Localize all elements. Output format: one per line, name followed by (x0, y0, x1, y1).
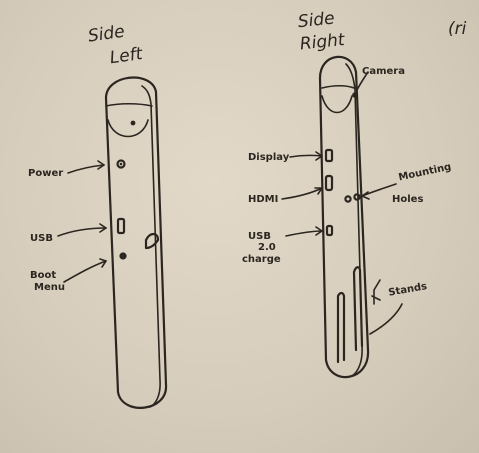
right-title-line1: Side (297, 8, 336, 32)
stand-1 (338, 293, 344, 362)
label-mounting-line2: Holes (392, 194, 423, 205)
stand-2 (354, 267, 362, 350)
usb-port (118, 219, 124, 233)
right-device-inner-edge (346, 64, 362, 376)
left-top-window (108, 120, 148, 137)
left-side-view: Side Left Power USB Boot Menu (28, 22, 166, 408)
corner-partial-text: (ri (448, 19, 467, 39)
arrow-hdmi (282, 188, 322, 199)
arrow-boot-menu (64, 261, 106, 282)
right-top-cap-line (322, 86, 354, 88)
left-title-line2: Left (109, 44, 145, 69)
right-top-window (322, 96, 352, 113)
label-display: Display (248, 152, 290, 163)
label-usb-charge-line2: 2.0 (258, 242, 276, 253)
left-top-dot (131, 121, 136, 126)
arrow-stands-upper (372, 280, 380, 304)
power-button-core (120, 163, 123, 166)
mounting-hole-1 (345, 196, 350, 201)
hdmi-port (326, 176, 332, 190)
usb-charge-port (327, 226, 332, 235)
camera-lens (352, 92, 358, 98)
arrow-stands-lower (370, 304, 402, 334)
left-title-line1: Side (87, 22, 126, 47)
label-hdmi: HDMI (248, 194, 278, 205)
left-top-cap-line (106, 104, 152, 106)
arrow-mounting-holes (362, 184, 396, 196)
display-port (326, 150, 332, 161)
label-power: Power (28, 168, 63, 179)
mounting-hole-2 (354, 194, 359, 199)
arrow-usb (58, 228, 106, 236)
boot-menu-button (119, 252, 126, 259)
right-side-view: Side Right Camera Display HDMI USB 2.0 c… (242, 8, 452, 377)
label-stands: Stands (388, 281, 428, 299)
label-usb: USB (30, 233, 53, 244)
right-title-line2: Right (299, 30, 347, 55)
label-usb-charge-line1: USB (248, 231, 271, 242)
label-boot-line2: Menu (34, 282, 65, 293)
label-mounting-line1: Mounting (398, 162, 453, 184)
label-usb-charge-line3: charge (242, 254, 281, 265)
arrow-display (290, 155, 322, 157)
label-boot-line1: Boot (30, 270, 56, 281)
